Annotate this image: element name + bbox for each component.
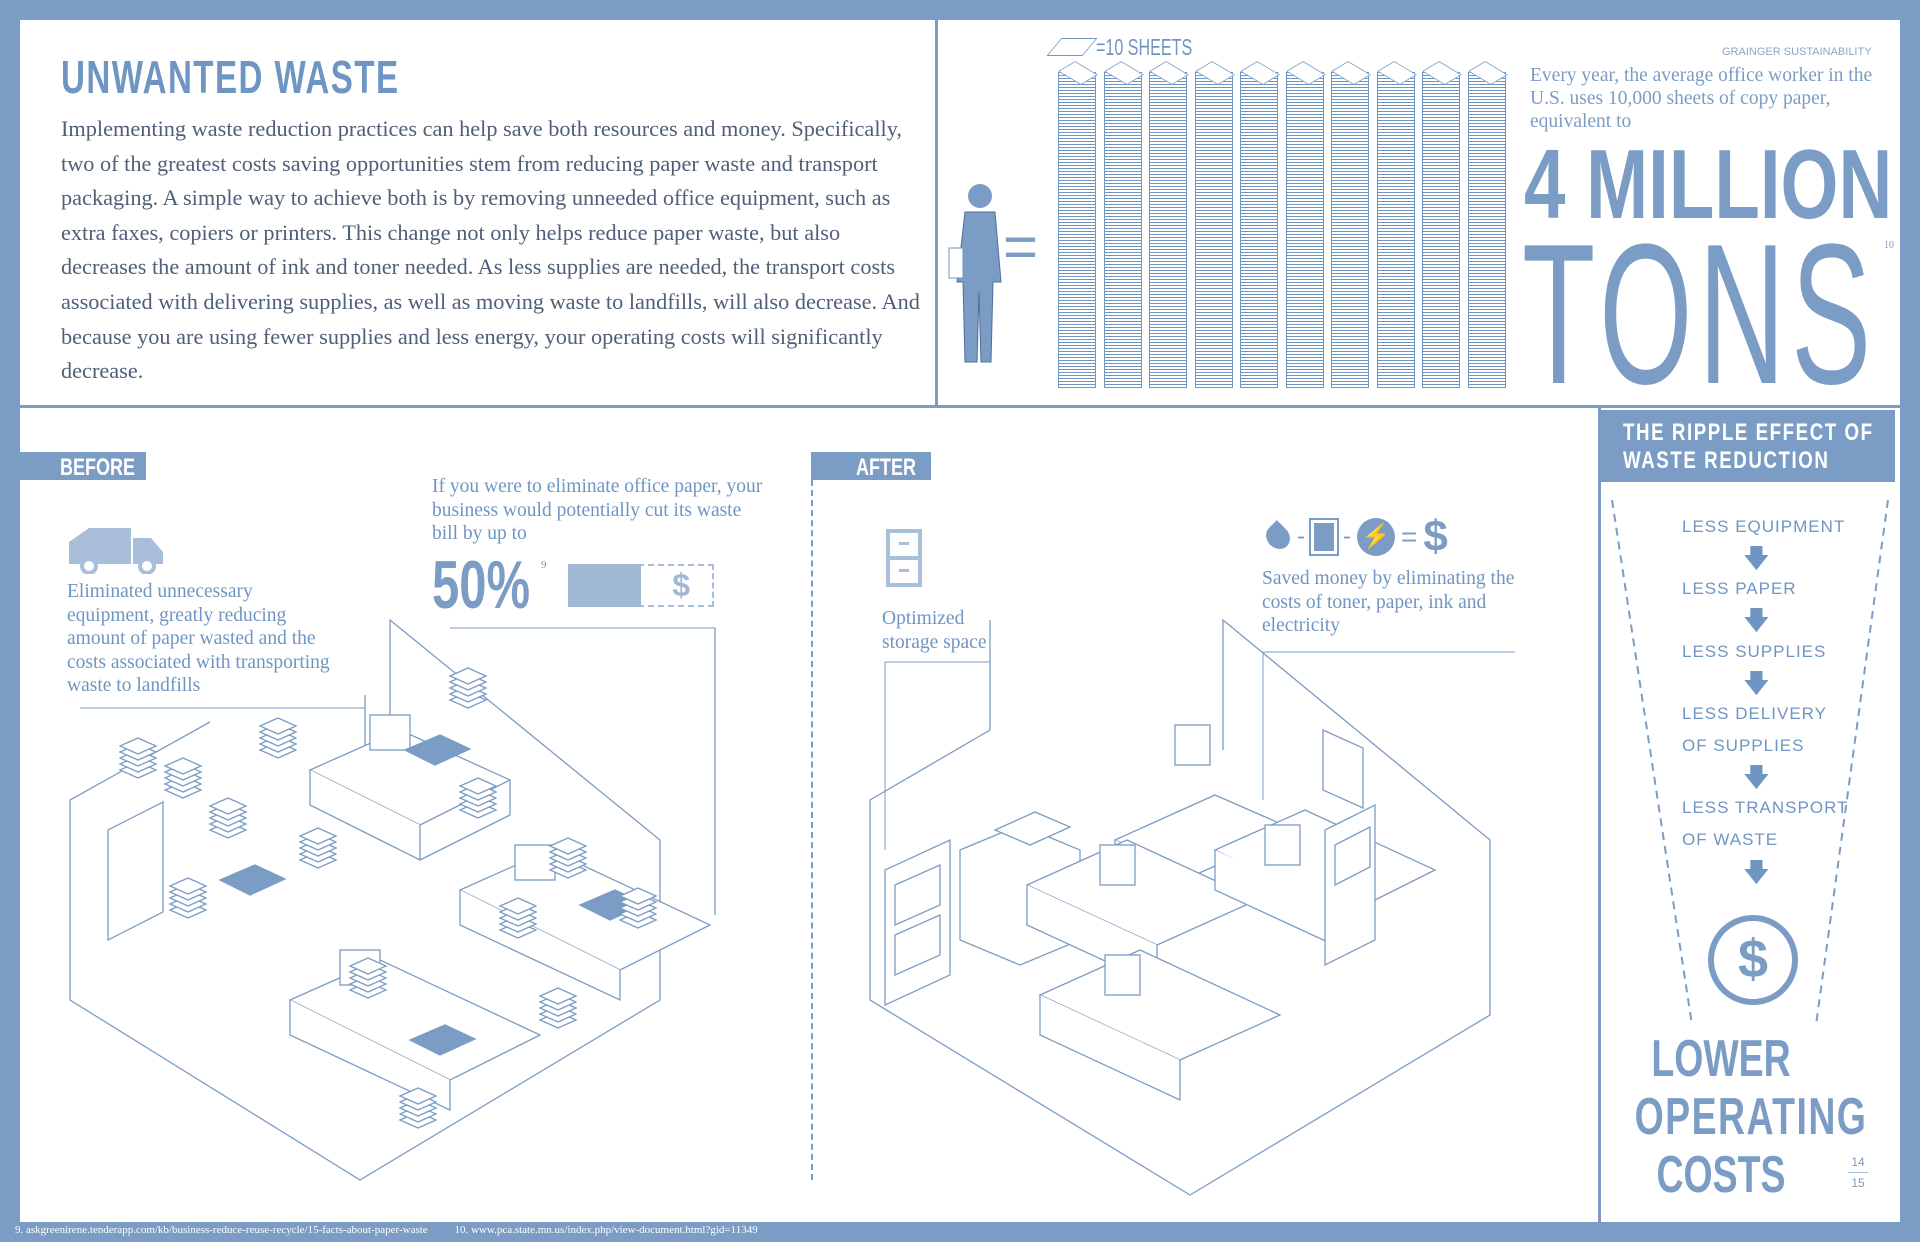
arrow-down-icon: 🡇 [1743,763,1770,793]
storage-note: Optimized storage space [882,608,987,653]
paper-stack [1058,72,1096,388]
minus-sign: - [1297,523,1305,550]
paper-stack [1240,72,1278,388]
minus-sign: - [1343,523,1351,550]
result-lower: LOWER [1651,1030,1791,1088]
headline-tons: TONS [1522,203,1878,426]
paper-stack [1194,72,1233,388]
before-label: BEFORE [20,452,146,481]
sheet-legend: =10 SHEETS [1096,34,1193,60]
paper-pile [538,987,578,1005]
percent-value: 50% [432,547,530,623]
footer-references: 9. askgreenirene.tenderapp.com/kb/busine… [15,1224,758,1236]
paper-pile [548,837,588,855]
paper-pile [348,957,388,975]
result-costs: COSTS [1656,1146,1786,1204]
paper-stat-description: Every year, the average office worker in… [1530,65,1873,132]
ripple-title-2: WASTE REDUCTION [1623,447,1830,474]
paper-pile [258,717,298,735]
savings-note: Saved money by eliminating the costs of … [1262,568,1515,636]
result-operating: OPERATING [1634,1088,1868,1146]
paper-pile [168,877,208,895]
waste-bill-text: If you were to eliminate office paper, y… [432,476,763,544]
ripple-item-less-supplies: LESS SUPPLIES [1682,642,1827,661]
brand-label: GRAINGER SUSTAINABILITY [1722,46,1872,58]
divider-dashed [811,480,813,1180]
paper-pile [618,887,658,905]
headline-4-million: 4 MILLION [1524,129,1893,239]
paper-stack [1467,72,1506,388]
file-cabinet-icon [886,529,922,587]
dollar-icon: $ [672,567,690,603]
arrow-down-icon: 🡇 [1743,858,1770,888]
footnote-10: 10 [1884,240,1894,251]
page-number-left: 14 [1848,1155,1868,1173]
equals-sign: = [1003,213,1039,280]
result-block: LOWER OPERATING COSTS [1601,1030,1868,1204]
before-office-illustration [69,618,716,1181]
ripple-item-of-waste: OF WASTE [1682,830,1779,849]
paper-pile [118,737,158,755]
paper-stack [1422,72,1460,388]
arrow-down-icon: 🡇 [1743,606,1770,636]
ink-drop-icon [1261,520,1295,554]
ripple-title-1: THE RIPPLE EFFECT OF [1623,419,1874,446]
dollar-icon: $ [1423,512,1448,561]
after-office-illustration [869,618,1515,1196]
garbage-truck-icon [69,528,163,574]
paper-pile [448,667,488,685]
ripple-panel [1601,408,1900,1222]
after-label-text: AFTER [856,454,916,481]
office-worker-icon [948,184,1002,363]
paper-pile [298,827,338,845]
paper-pile [498,897,538,915]
paper-pile [458,777,498,795]
paper-pile [163,757,203,775]
paper-stack [1149,72,1187,388]
ripple-header: THE RIPPLE EFFECT OF WASTE REDUCTION [1601,410,1895,482]
page-title: UNWANTED WASTE [61,51,400,103]
dollar-sign: $ [1737,929,1769,989]
waste-bill-bar-fill [568,564,641,607]
paper-pile [208,797,248,815]
before-note: Eliminated unnecessary equipment, greatl… [67,581,330,696]
electricity-icon: ⚡ [1357,518,1395,556]
intro-panel [20,20,935,405]
arrow-down-icon: 🡇 [1743,669,1770,699]
intro-paragraph: Implementing waste reduction practices c… [61,116,920,384]
after-label: AFTER [811,452,931,481]
paper-stack [1376,72,1415,388]
ripple-item-less-transport: LESS TRANSPORT [1682,798,1849,817]
paper-icon [1309,518,1339,556]
footnote-9: 9 [541,559,547,571]
equals-sign: = [1401,521,1418,552]
reference-10: 10. www.pca.state.mn.us/index.php/view-d… [454,1224,758,1236]
before-label-text: BEFORE [60,454,136,481]
savings-equation: - - ⚡ = $ [1261,512,1448,562]
paper-stat-panel [938,20,1900,405]
ripple-item-less-delivery: LESS DELIVERY [1682,704,1827,723]
paper-stack [1103,72,1142,388]
funnel-dashed-lines [1611,499,1889,1026]
ripple-item-less-equipment: LESS EQUIPMENT [1682,517,1846,536]
page-number-right: 15 [1851,1176,1865,1190]
paper-pile [398,1087,438,1105]
dollar-circle-icon: $ [1708,915,1798,1005]
reference-9: 9. askgreenirene.tenderapp.com/kb/busine… [15,1224,428,1236]
paper-stack [1331,72,1369,388]
waste-bill-bar: $ [568,564,714,607]
paper-stack [1285,72,1324,388]
arrow-down-icon: 🡇 [1743,544,1770,574]
ripple-item-of-supplies: OF SUPPLIES [1682,736,1805,755]
ripple-item-less-paper: LESS PAPER [1682,579,1797,598]
page-numbers: 14 15 [1848,1155,1868,1190]
